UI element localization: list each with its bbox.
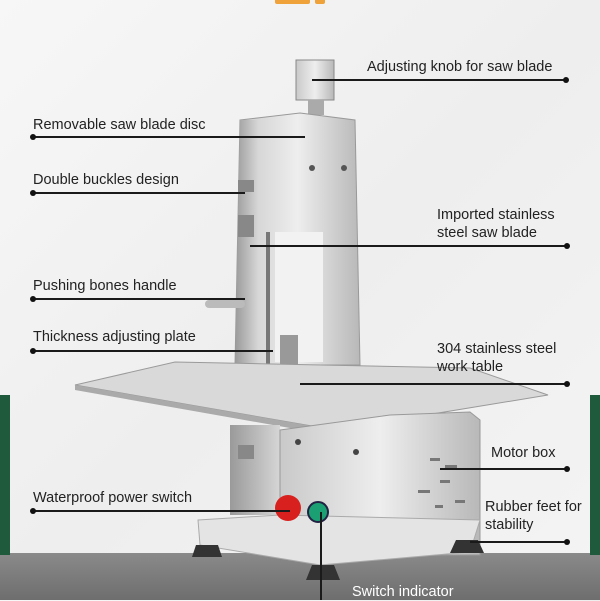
leader-line	[33, 298, 245, 300]
leader-line	[33, 192, 245, 194]
label-power-switch: Waterproof power switch	[33, 490, 193, 506]
label-motor-box: Motor box	[491, 445, 556, 461]
leader-line	[320, 512, 322, 600]
leader-dot	[564, 539, 570, 545]
leader-dot	[564, 466, 570, 472]
leader-line	[33, 350, 273, 352]
leader-dot	[30, 348, 36, 354]
label-rubber-feet-2: stability	[485, 517, 534, 533]
label-switch-indicator: Switch indicator	[352, 584, 454, 600]
rubber-foot	[306, 565, 340, 580]
label-rubber-feet-1: Rubber feet for	[485, 499, 582, 515]
switch-indicator	[307, 501, 329, 523]
left-green-strip	[0, 395, 10, 555]
leader-dot	[30, 190, 36, 196]
leader-line	[440, 468, 567, 470]
pushing-handle	[205, 300, 245, 308]
power-switch	[275, 495, 301, 521]
label-pushing-handle: Pushing bones handle	[33, 278, 177, 294]
leader-dot	[30, 134, 36, 140]
saw-blade	[266, 232, 270, 382]
rubber-foot	[450, 540, 484, 553]
leader-line	[312, 79, 566, 81]
label-work-table-2: work table	[437, 359, 504, 375]
label-thickness-plate: Thickness adjusting plate	[33, 329, 196, 345]
right-green-strip	[590, 395, 600, 555]
rubber-foot	[192, 545, 222, 557]
leader-line	[33, 510, 290, 512]
label-adjusting-knob: Adjusting knob for saw blade	[367, 59, 553, 75]
top-orange-dot	[315, 0, 325, 4]
label-double-buckles: Double buckles design	[33, 172, 179, 188]
leader-dot	[564, 381, 570, 387]
machine-base	[197, 514, 481, 566]
label-work-table-1: 304 stainless steel	[437, 341, 557, 357]
top-orange-bar	[275, 0, 310, 4]
leader-dot	[30, 296, 36, 302]
leader-dot	[564, 243, 570, 249]
buckle	[238, 215, 254, 237]
leader-line	[250, 245, 567, 247]
label-saw-blade-2: steel saw blade	[437, 225, 537, 241]
leader-dot	[30, 508, 36, 514]
leader-line	[33, 136, 305, 138]
label-saw-blade-disc: Removable saw blade disc	[33, 117, 206, 133]
leader-line	[470, 541, 567, 543]
buckle	[238, 180, 254, 192]
leader-dot	[563, 77, 569, 83]
leader-line	[300, 383, 567, 385]
label-saw-blade-1: Imported stainless	[437, 207, 555, 223]
